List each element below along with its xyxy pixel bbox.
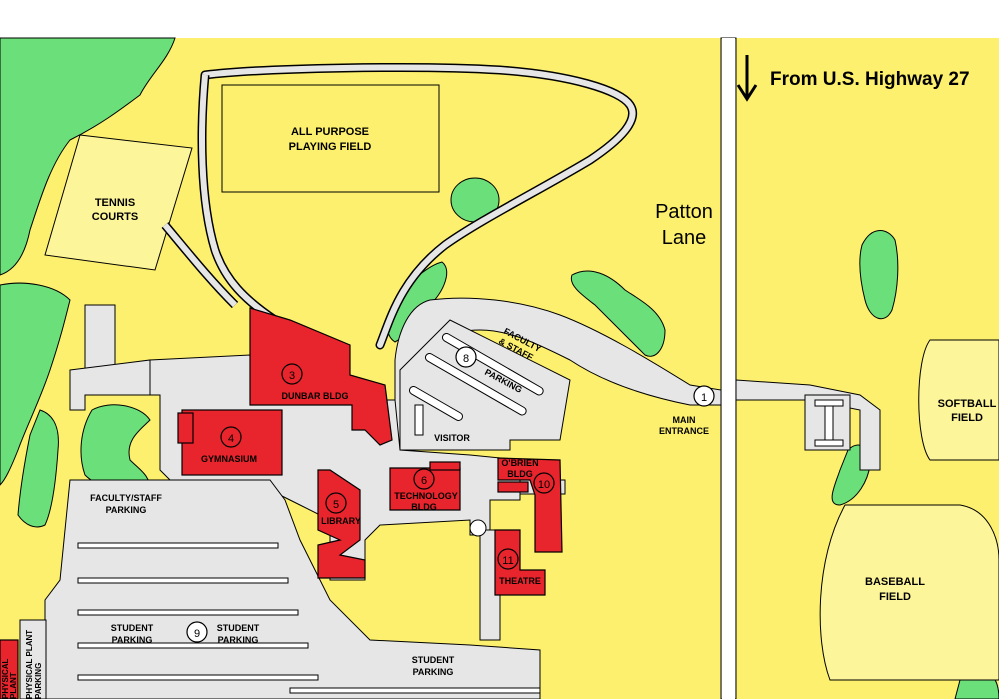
physical-plant-label-1: PHYSICAL [1, 658, 10, 699]
marker-8-circle[interactable] [455, 346, 477, 368]
tree-strip-right-center [570, 270, 666, 357]
marker-6-number: 6 [421, 475, 427, 487]
patton-lane-surface [722, 38, 735, 699]
theatre-label: THEATRE [499, 576, 541, 586]
east-parking-island-top [814, 399, 844, 407]
faculty-staff-left-label-2: PARKING [106, 505, 147, 515]
physical-plant-parking-label-1: PHYSICAL PLANT [25, 630, 34, 699]
technology-label-1: TECHNOLOGY [394, 491, 458, 501]
all-purpose-field [221, 84, 440, 193]
gymnasium-annex [177, 412, 194, 444]
tree-mass-left-lower [0, 282, 71, 486]
marker-11-circle[interactable] [497, 548, 519, 570]
student-parking-c-label-1: STUDENT [412, 655, 455, 665]
parking-island-2 [424, 352, 527, 416]
marker-11-number: 11 [502, 555, 513, 567]
library-label: LIBRARY [321, 516, 361, 526]
main-entrance-label-1: MAIN [673, 415, 696, 425]
parking-spur-west [69, 359, 151, 411]
marker-10-circle[interactable] [533, 472, 555, 494]
library-building [317, 469, 366, 579]
physical-plant-label-2: PLANT [9, 672, 18, 699]
marker-8-number: 8 [463, 353, 469, 365]
physical-plant-building [0, 639, 19, 699]
dunbar-label: DUNBAR BLDG [282, 391, 349, 401]
main-entrance-label-2: ENTRANCE [659, 426, 709, 436]
tree-strip-far-right [859, 230, 899, 320]
technology-building-annex [429, 461, 461, 471]
marker-9-number: 9 [194, 628, 200, 640]
marker-5-circle[interactable] [325, 492, 347, 514]
obrien-building [497, 457, 563, 553]
marker-4-circle[interactable] [220, 426, 242, 448]
marker-3-circle[interactable] [281, 363, 303, 385]
faculty-staff-left-label-1: FACULTY/STAFF [90, 493, 162, 503]
east-parking-island [824, 399, 834, 446]
marker-6-circle[interactable] [413, 468, 435, 490]
marker-1-circle[interactable] [693, 385, 715, 407]
dunbar-building [249, 307, 393, 446]
baseball-label-1: BASEBALL [865, 576, 925, 588]
walking-path-inner [202, 64, 636, 348]
tree-mass-left [0, 37, 176, 276]
obrien-building-wing [497, 481, 529, 493]
tree-cluster-gym-left [80, 404, 151, 493]
visitor-label: VISITOR [434, 433, 470, 443]
arrow-down-icon [736, 84, 758, 102]
physical-plant-parking-label-2: PARKING [34, 663, 43, 699]
highway-direction-label: From U.S. Highway 27 [770, 69, 970, 90]
theatre-building [494, 529, 546, 596]
tennis-label-2: COURTS [92, 211, 138, 223]
gymnasium-label: GYMNASIUM [201, 454, 257, 464]
student-parking-a-label-1: STUDENT [111, 623, 154, 633]
all-purpose-label-1: ALL PURPOSE [291, 126, 369, 138]
softball-label-1: SOFTBALL [938, 398, 997, 410]
softball-field [918, 339, 999, 461]
student-parking-b-label-1: STUDENT [217, 623, 260, 633]
tennis-courts [44, 134, 193, 271]
walkway-circle [469, 519, 487, 537]
technology-label-2: BLDG [411, 502, 437, 512]
patton-lane-label-1: Patton [655, 201, 713, 223]
walking-path-west-inner [199, 74, 277, 323]
parking-stall-rows [77, 542, 541, 694]
header-band [0, 0, 999, 38]
student-parking-c-label-2: PARKING [413, 667, 454, 677]
patton-lane-label-2: Lane [662, 227, 707, 249]
tennis-path-inner [162, 223, 238, 308]
student-parking-a-label-2: PARKING [112, 635, 153, 645]
marker-1-number: 1 [701, 392, 707, 404]
marker-3-number: 3 [289, 370, 295, 382]
gymnasium-building [181, 409, 283, 476]
baseball-field [819, 504, 999, 681]
marker-4-number: 4 [228, 433, 234, 445]
east-parking-island-bottom [814, 439, 844, 447]
parking-island-3 [408, 385, 463, 421]
obrien-label-1: O'BRIEN [501, 458, 538, 468]
tree-strip-left [17, 409, 59, 528]
marker-9-circle[interactable] [186, 621, 208, 643]
marker-10-number: 10 [538, 479, 550, 491]
tennis-label-1: TENNIS [95, 197, 135, 209]
obrien-label-2: BLDG [507, 469, 533, 479]
student-parking-b-label-2: PARKING [218, 635, 259, 645]
parking-spur-north [84, 304, 116, 371]
all-purpose-label-2: PLAYING FIELD [289, 141, 372, 153]
softball-label-2: FIELD [951, 412, 983, 424]
baseball-label-2: FIELD [879, 591, 911, 603]
parking-island-4 [414, 404, 424, 436]
physical-plant-parking [19, 619, 47, 699]
marker-5-number: 5 [333, 499, 339, 511]
